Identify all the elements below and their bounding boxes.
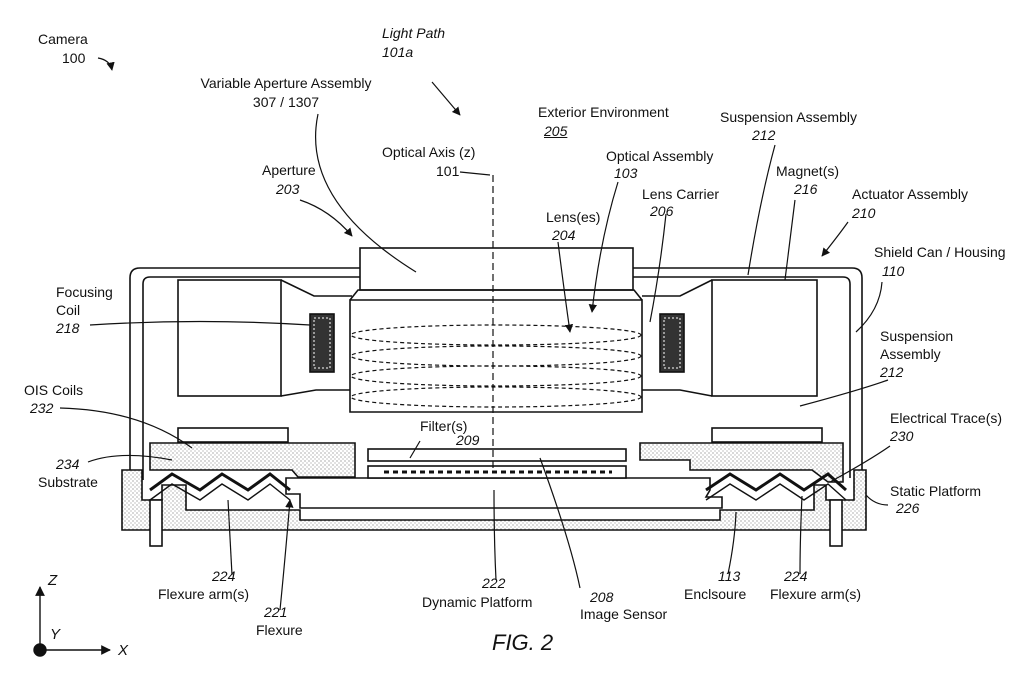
optical-assembly-label: Optical Assembly: [606, 148, 714, 164]
static-platform: [121, 469, 867, 531]
dynamic-platform-label: Dynamic Platform: [422, 594, 533, 610]
aperture-ring: [349, 289, 643, 301]
magnets-label: Magnet(s): [776, 163, 840, 179]
suspension-left-top: [280, 279, 352, 297]
static-platform-label: Static Platform: [890, 483, 982, 499]
image-sensor-label: Image Sensor: [580, 606, 668, 622]
suspension-left-bot: [280, 389, 352, 397]
axis-x-label: X: [118, 642, 129, 659]
lenses: [350, 324, 642, 408]
suspension-assembly-top-num: 212: [752, 127, 776, 143]
suspension-right-bot: [642, 389, 713, 397]
flexure-arm-right-label: Flexure arm(s): [770, 586, 862, 602]
variable-aperture-num: 307 / 1307: [252, 94, 320, 110]
flexure-arm-left: [149, 472, 291, 492]
lens-carrier-num: 206: [650, 203, 674, 219]
filter: [367, 448, 627, 462]
optical-assembly-num: 103: [614, 165, 638, 181]
focusing-coil-label-2: Coil: [56, 302, 81, 318]
focusing-coil-num: 218: [56, 320, 80, 336]
lens-carrier-label: Lens Carrier: [642, 186, 720, 202]
lens-carrier: [349, 299, 643, 413]
substrate-right: [639, 442, 844, 483]
ois-coils-num: 232: [30, 400, 54, 416]
flexure-num: 221: [264, 604, 288, 620]
filters-num: 209: [456, 432, 480, 448]
light-path-num: 101a: [382, 44, 414, 60]
substrate-label: Substrate: [38, 474, 98, 490]
enclosure-num: 113: [718, 568, 741, 584]
ois-coil-left: [177, 427, 289, 443]
exterior-environment-label: Exterior Environment: [538, 104, 669, 120]
right-post: [829, 499, 843, 547]
aperture-num: 203: [276, 181, 300, 197]
flexure-arm-left-num: 224: [212, 568, 236, 584]
coordinate-axes: [33, 586, 111, 657]
dynamic-platform-num: 222: [482, 575, 506, 591]
flexure-arm-left-inner: [149, 483, 291, 501]
light-path-label: Light Path: [382, 25, 446, 41]
exterior-environment-num: 205: [544, 123, 568, 139]
dynamic-platform: [285, 477, 723, 509]
lenses-label: Lens(es): [546, 209, 601, 225]
figure-caption: FIG. 2: [492, 630, 554, 655]
substrate-left: [149, 442, 356, 478]
static-platform-num: 226: [896, 500, 920, 516]
ois-coils-label: OIS Coils: [24, 382, 84, 398]
flexure-arm-left-label: Flexure arm(s): [158, 586, 250, 602]
camera-label: Camera: [38, 31, 88, 47]
optical-axis-label: Optical Axis (z): [382, 144, 476, 160]
variable-aperture-label: Variable Aperture Assembly: [200, 75, 372, 91]
substrate-num: 234: [56, 456, 80, 472]
axis-z-label: Z: [48, 572, 58, 589]
left-post: [149, 499, 163, 547]
electrical-traces-label: Electrical Trace(s): [890, 410, 1003, 426]
flexure-arm-right: [705, 472, 847, 492]
actuator-assembly-label: Actuator Assembly: [852, 186, 968, 202]
electrical-traces-num: 230: [890, 428, 914, 444]
flexure-arm-right-inner: [705, 483, 847, 501]
suspension-assembly-side-label-1: Suspension: [880, 328, 954, 344]
camera-num: 100: [62, 50, 86, 66]
ois-coil-right: [711, 427, 823, 443]
suspension-right-top: [642, 279, 713, 297]
image-sensor-num: 208: [590, 589, 614, 605]
suspension-assembly-top-label: Suspension Assembly: [720, 109, 857, 125]
magnets-num: 216: [794, 181, 818, 197]
magnet-left: [177, 279, 282, 397]
axis-y-label: Y: [50, 626, 61, 643]
actuator-assembly-num: 210: [852, 205, 876, 221]
optical-axis-num: 101: [436, 163, 460, 179]
shield-can-label: Shield Can / Housing: [874, 244, 1006, 260]
flexure-arm-right-num: 224: [784, 568, 808, 584]
enclosure-label: Enclsoure: [684, 586, 747, 602]
suspension-assembly-side-num: 212: [880, 364, 904, 380]
aperture-label: Aperture: [262, 162, 316, 178]
magnet-right: [711, 279, 818, 397]
shield-can-num: 110: [882, 263, 905, 279]
suspension-assembly-side-label-2: Assembly: [880, 346, 941, 362]
lenses-num: 204: [552, 227, 576, 243]
filters-label: Filter(s): [420, 418, 468, 434]
flexure-label: Flexure: [256, 622, 303, 638]
variable-aperture: [359, 247, 634, 291]
focusing-coil-label-1: Focusing: [56, 284, 113, 300]
